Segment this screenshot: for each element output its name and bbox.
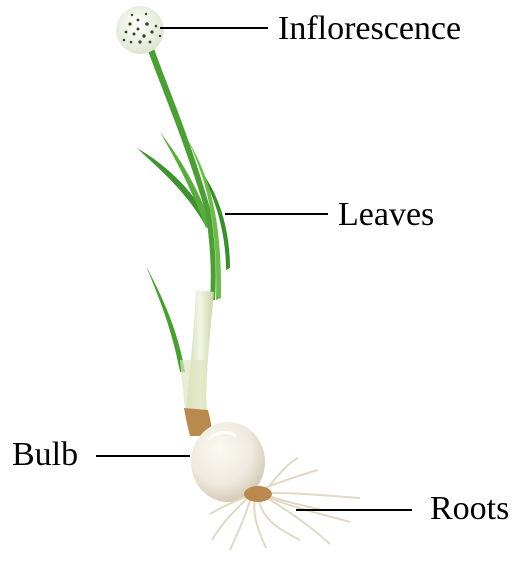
flower-scape	[147, 46, 216, 300]
label-inflorescence: Inflorescence	[278, 12, 461, 46]
leaf-left-lower	[146, 266, 185, 372]
label-roots: Roots	[430, 492, 509, 526]
root-base	[244, 486, 272, 502]
leaves-group	[137, 46, 230, 372]
label-bulb: Bulb	[12, 438, 78, 472]
inflorescence-head	[116, 6, 164, 54]
label-leaves: Leaves	[338, 198, 434, 232]
